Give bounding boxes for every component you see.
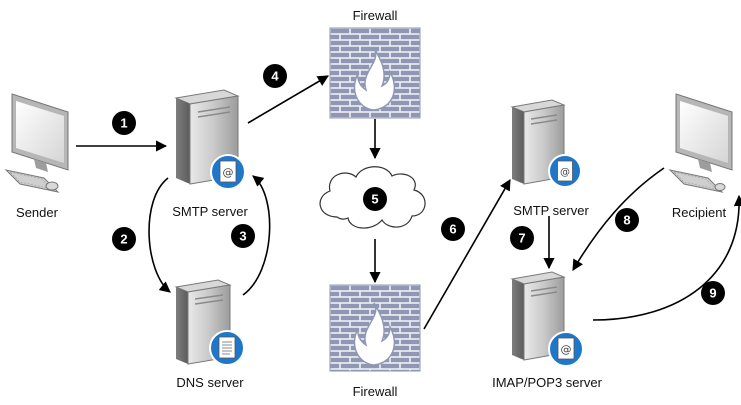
firewall-bottom-icon <box>329 284 421 372</box>
node-label-recipient: Recipient <box>672 205 727 220</box>
svg-text:@: @ <box>223 166 234 179</box>
email-at-badge-icon: @ <box>548 331 584 367</box>
arrow-firewall-to-smtp2 <box>423 179 511 330</box>
node-label-imap-pop3-server: IMAP/POP3 server <box>492 375 602 390</box>
node-label-smtp-server-2: SMTP server <box>513 203 589 218</box>
arrow-dns-to-smtp <box>242 175 271 296</box>
arrow-imap-to-recipient <box>592 194 741 321</box>
step-number-6: 6 <box>449 222 456 237</box>
step-number-1: 1 <box>120 116 127 131</box>
arrow-smtp-to-dns <box>148 177 171 293</box>
email-at-badge-icon: @ <box>210 154 246 190</box>
step-number-9: 9 <box>709 286 716 301</box>
node-label-sender: Sender <box>16 205 59 220</box>
document-badge-icon <box>209 330 245 366</box>
step-marker-5: 5 <box>363 187 387 211</box>
step-number-2: 2 <box>120 232 127 247</box>
step-marker-8: 8 <box>615 208 639 232</box>
smtp-server-icon <box>174 89 240 185</box>
firewall-top-icon <box>329 27 421 119</box>
recipient-computer-icon <box>668 93 733 193</box>
step-marker-3: 3 <box>231 224 255 248</box>
step-number-8: 8 <box>623 213 630 228</box>
node-label-firewall-top: Firewall <box>353 8 398 23</box>
step-marker-4: 4 <box>263 64 287 88</box>
email-at-badge-icon: @ <box>548 154 582 188</box>
arrow-smtp-to-firewall <box>247 75 329 124</box>
step-number-4: 4 <box>271 69 279 84</box>
step-marker-2: 2 <box>112 227 136 251</box>
step-marker-6: 6 <box>441 217 465 241</box>
step-marker-9: 9 <box>701 281 725 305</box>
node-label-firewall-bottom: Firewall <box>353 384 398 399</box>
sender-computer-icon <box>4 93 69 193</box>
step-number-5: 5 <box>371 192 378 207</box>
step-marker-1: 1 <box>112 111 136 135</box>
step-number-3: 3 <box>239 229 246 244</box>
step-marker-7: 7 <box>510 226 534 250</box>
flow-arrows <box>76 75 741 330</box>
node-label-smtp-server-1: SMTP server <box>172 204 248 219</box>
svg-text:@: @ <box>561 343 572 356</box>
arrow-recipient-to-imap <box>572 167 665 271</box>
svg-text:@: @ <box>560 167 570 178</box>
step-number-7: 7 <box>518 231 525 246</box>
node-label-dns-server: DNS server <box>176 375 244 390</box>
